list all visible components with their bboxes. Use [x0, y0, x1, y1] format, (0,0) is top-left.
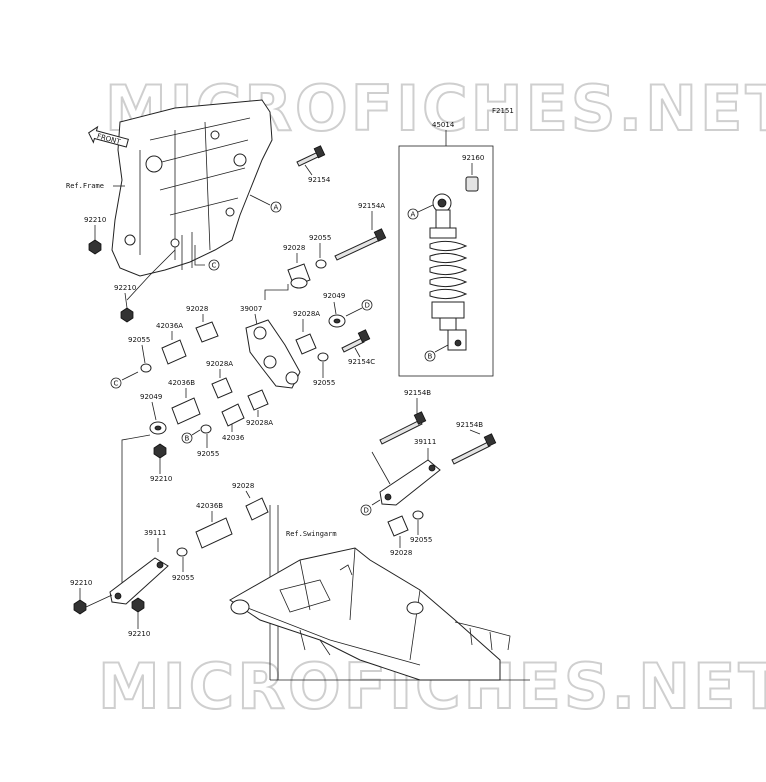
- ref-swingarm-label: Ref.Swingarm: [286, 530, 337, 538]
- swingarm-drawing: [229, 547, 511, 681]
- shock-absorber: [429, 193, 468, 351]
- callout-d-top: D: [365, 302, 370, 310]
- label-42036b-a: 42036B: [168, 379, 195, 387]
- label-92154b-b: 92154B: [456, 421, 483, 429]
- label-92028a-c: 92028A: [246, 419, 273, 427]
- label-92210-a: 92210: [84, 216, 106, 224]
- callout-c-left: C: [114, 380, 119, 388]
- label-92210-d: 92210: [70, 579, 92, 587]
- label-92154a: 92154A: [358, 202, 385, 210]
- label-92028-c: 92028: [390, 549, 412, 557]
- label-39007: 39007: [240, 305, 262, 313]
- tie-rod-39111-right: [379, 459, 441, 506]
- tie-rod-39111-left: [109, 557, 169, 605]
- label-92055-b: 92055: [313, 379, 335, 387]
- label-92028-d: 92028: [232, 482, 254, 490]
- bolt-92154a: [334, 228, 387, 261]
- label-92210-c: 92210: [150, 475, 172, 483]
- label-92210-e: 92210: [128, 630, 150, 638]
- label-92055-a: 92055: [309, 234, 331, 242]
- bolt-92154: [296, 145, 326, 167]
- label-45014: 45014: [432, 121, 455, 129]
- callout-a-shock: A: [411, 211, 416, 219]
- ref-frame-label: Ref.Frame: [66, 182, 104, 190]
- callout-b-left: B: [185, 435, 190, 443]
- label-92055-c: 92055: [128, 336, 150, 344]
- label-92160: 92160: [462, 154, 484, 162]
- label-92028a-b: 92028A: [206, 360, 233, 368]
- label-92055-e: 92055: [410, 536, 432, 544]
- label-92154b-a: 92154B: [404, 389, 431, 397]
- callout-c-frame: C: [212, 262, 217, 270]
- label-39111-a: 39111: [414, 438, 436, 446]
- bolt-92154c: [341, 329, 371, 353]
- label-92210-b: 92210: [114, 284, 136, 292]
- label-92055-d: 92055: [197, 450, 219, 458]
- label-92154c: 92154C: [348, 358, 375, 366]
- label-92049-b: 92049: [140, 393, 162, 401]
- bolt-92154b-b: [451, 433, 497, 465]
- label-39111-b: 39111: [144, 529, 166, 537]
- frame-drawing: [111, 99, 273, 277]
- bolt-92154b-a: [379, 411, 427, 445]
- label-92154: 92154: [308, 176, 331, 184]
- callout-a-frame: A: [274, 204, 279, 212]
- figure-code: F2151: [492, 107, 514, 115]
- label-92028-b: 92028: [186, 305, 208, 313]
- label-92049-a: 92049: [323, 292, 345, 300]
- label-42036a: 42036A: [156, 322, 183, 330]
- label-92028-a: 92028: [283, 244, 305, 252]
- callout-b-shock: B: [428, 353, 433, 361]
- label-92055-f: 92055: [172, 574, 194, 582]
- callout-d-right: D: [364, 507, 369, 515]
- rocker-arm-39007: [245, 319, 301, 389]
- label-42036b-b: 42036B: [196, 502, 223, 510]
- label-42036: 42036: [222, 434, 245, 442]
- label-92028a-a: 92028A: [293, 310, 320, 318]
